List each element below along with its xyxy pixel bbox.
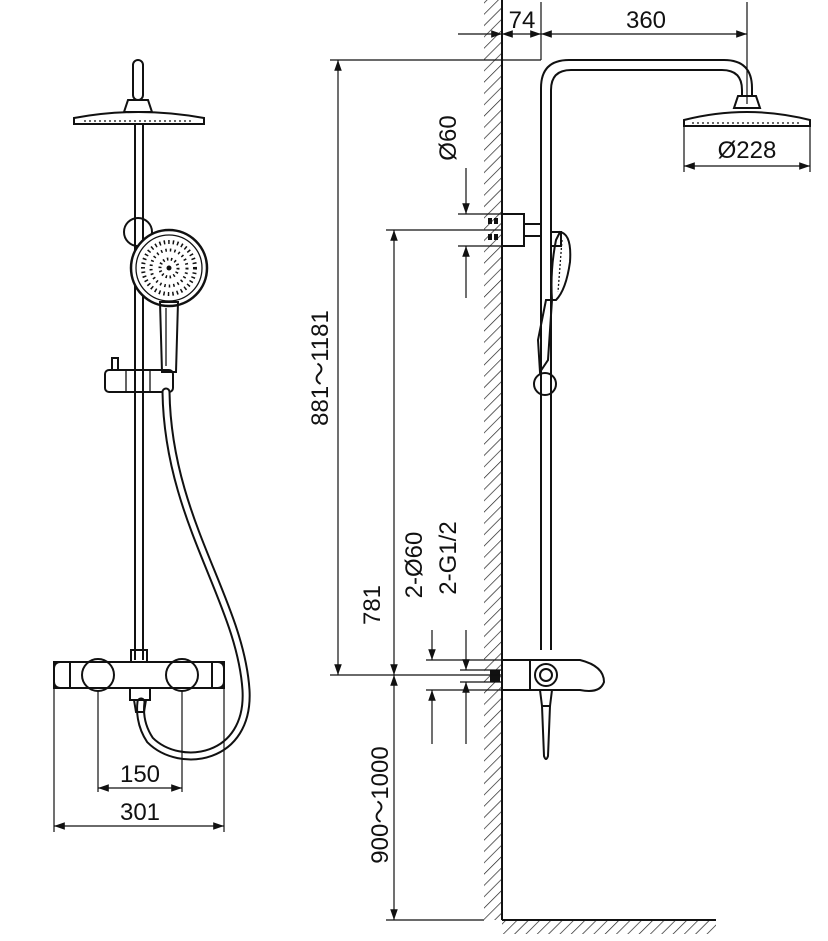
front-column-joint [130, 649, 148, 663]
dim-arm-length: 360 [626, 7, 666, 34]
dim-bracket-diameter: Ø60 [435, 115, 462, 160]
side-view: Ø228 74 360 Ø60 [307, 0, 811, 934]
dim-valve-width: 301 [120, 799, 160, 826]
floor-hatch [502, 920, 716, 934]
dim-wall-offset: 74 [509, 7, 536, 34]
dim-head-diameter: Ø228 [718, 137, 777, 164]
front-slide-bracket [104, 357, 174, 393]
side-hand-shower [536, 230, 572, 376]
dim-inlet-centres: 150 [120, 761, 160, 788]
front-top-pipe [132, 59, 144, 101]
side-valve-body [490, 659, 606, 760]
front-valve-body [53, 658, 225, 713]
side-wall-bracket [488, 213, 542, 247]
wall-hatch [484, 0, 502, 920]
front-hose-outer [136, 387, 251, 761]
dim-inlet-cover: 2-Ø60 [401, 532, 428, 599]
side-head-connector [732, 95, 762, 109]
front-hand-shower [129, 228, 209, 373]
front-head-connector [122, 99, 154, 113]
side-head-shower [683, 111, 811, 127]
side-slider-knob [533, 372, 557, 396]
dim-mount-height: 900～1000 [367, 746, 394, 863]
side-arm-inner [550, 69, 743, 650]
front-head-shower [73, 111, 205, 125]
front-view: 150 301 [53, 59, 251, 832]
dim-inlet-thread: 2-G1/2 [435, 521, 462, 594]
dim-bracket-height: 781 [359, 585, 386, 625]
side-arm-outer [540, 59, 753, 650]
dim-column-height: 881～1181 [307, 310, 334, 426]
